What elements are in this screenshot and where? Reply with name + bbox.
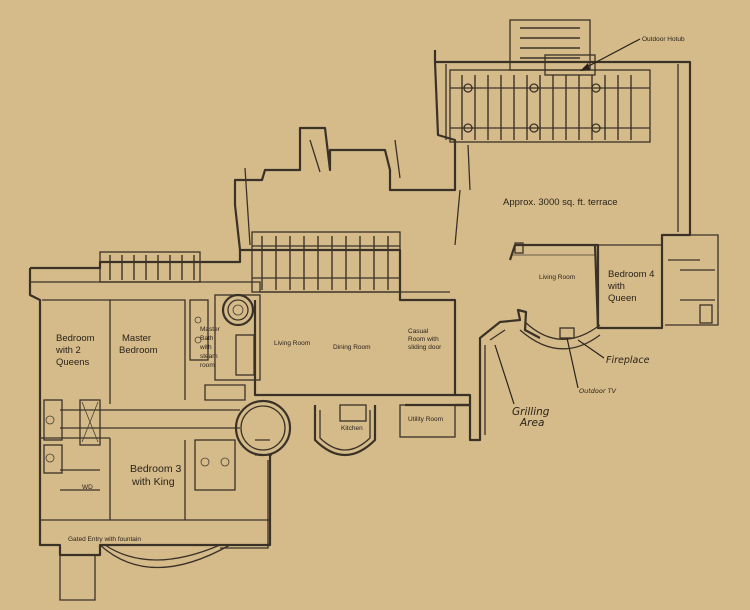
label-grilling-2: Area — [519, 417, 544, 429]
label-bedroom-2queens-3: Queens — [56, 357, 90, 368]
label-dining-room: Dining Room — [333, 344, 371, 351]
label-utility-room: Utility Room — [408, 416, 443, 423]
round-towers — [204, 293, 292, 457]
label-living-room: Living Room — [274, 340, 310, 347]
label-bedroom4-1: Bedroom 4 — [608, 269, 654, 280]
label-mbath-3: with — [199, 344, 212, 351]
label-wd: WD — [82, 484, 93, 491]
label-bedroom3-1: Bedroom 3 — [130, 463, 182, 475]
label-bedroom4-2: with — [607, 281, 625, 292]
label-terrace: Approx. 3000 sq. ft. terrace — [503, 197, 618, 208]
label-grilling-1: Grilling — [512, 406, 550, 418]
label-mbath-2: Bath — [200, 335, 214, 342]
label-gated-entry: Gated Entry with fountain — [68, 536, 141, 543]
label-bedroom-2queens-1: Bedroom — [56, 333, 95, 344]
terrace-outline — [233, 50, 692, 330]
label-mbath-1: Master — [200, 326, 221, 333]
label-living-room-east: Living Room — [539, 274, 575, 281]
label-master-1: Master — [122, 333, 151, 344]
bath-fixtures — [43, 299, 255, 491]
label-casual-3: sliding door — [408, 344, 442, 351]
label-casual-1: Casual — [408, 328, 429, 335]
east-casita — [519, 234, 719, 350]
label-casual-2: Room with — [408, 336, 439, 343]
label-bedroom4-3: Queen — [608, 293, 637, 304]
label-mbath-4: steam — [200, 353, 218, 360]
kitchen-utility — [313, 308, 541, 456]
label-bedroom-2queens-2: with 2 — [55, 345, 81, 356]
label-bedroom3-2: with King — [131, 476, 175, 488]
label-kitchen: Kitchen — [341, 425, 363, 432]
hot-tub-pergola — [449, 19, 651, 143]
label-master-2: Bedroom — [119, 345, 158, 356]
north-deck — [99, 231, 401, 293]
label-fireplace: Fireplace — [606, 355, 650, 366]
label-outdoor-hotub: Outdoor Hotub — [642, 36, 685, 43]
room-labels: Outdoor Hotub Approx. 3000 sq. ft. terra… — [55, 36, 685, 543]
label-outdoor-tv: Outdoor TV — [579, 387, 617, 395]
label-mbath-5: room — [200, 362, 215, 369]
